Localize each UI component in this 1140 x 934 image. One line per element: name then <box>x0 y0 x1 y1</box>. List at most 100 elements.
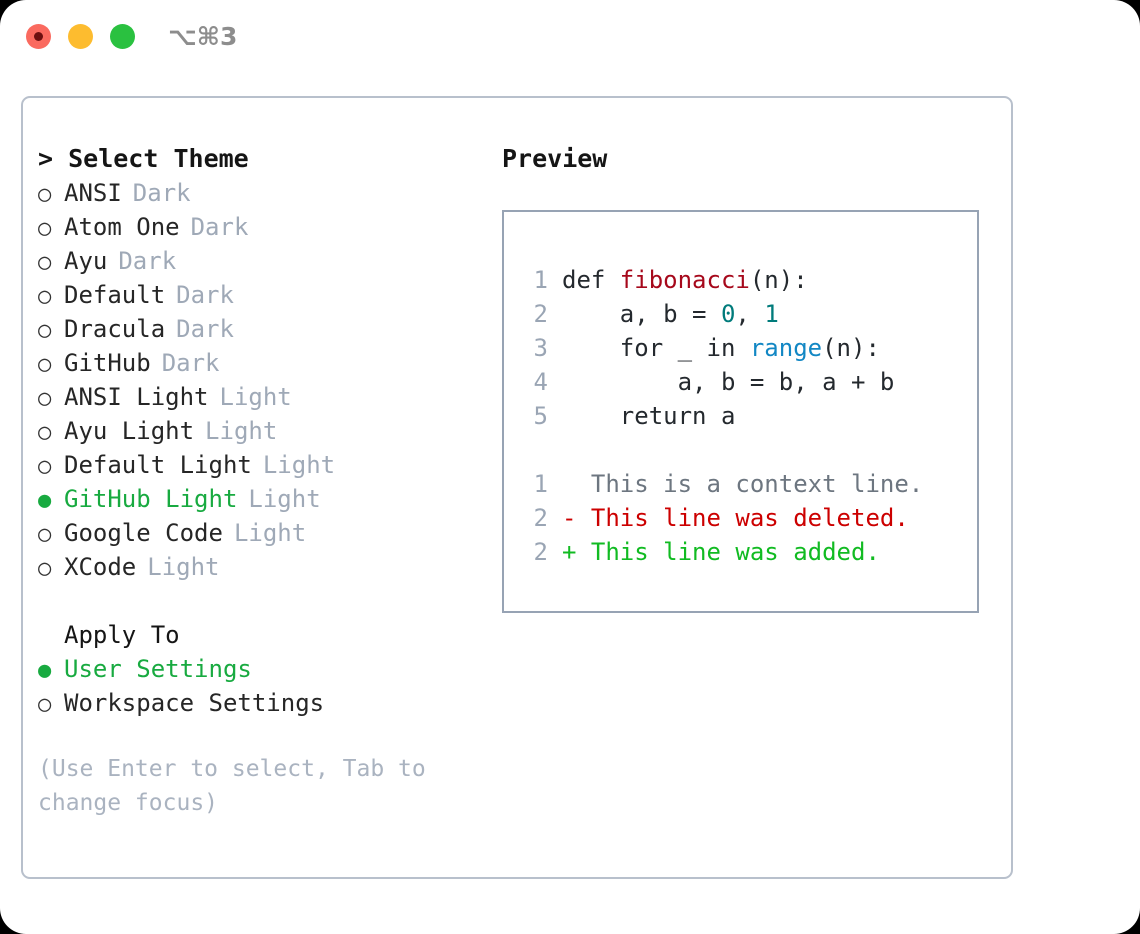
diff-text: This line was added. <box>590 538 880 566</box>
code-token: 1 <box>764 300 779 328</box>
diff-text: This line was deleted. <box>590 504 909 532</box>
keyboard-hint-text: (Use Enter to select, Tab to change focu… <box>38 756 426 816</box>
radio-unselected-icon[interactable]: ○ <box>38 692 52 717</box>
theme-variant-badge: Light <box>147 553 220 581</box>
line-number: 2 <box>533 504 548 532</box>
code-token: fibonacci <box>619 266 750 294</box>
theme-option-label: GitHub <box>64 349 151 377</box>
theme-option-label: Atom One <box>64 213 180 241</box>
theme-option-label: ANSI <box>64 179 122 207</box>
radio-unselected-icon[interactable]: ○ <box>38 420 52 445</box>
radio-unselected-icon[interactable]: ○ <box>38 352 52 377</box>
code-token: , <box>735 300 765 328</box>
theme-option-xcode[interactable]: ○ XCode Light <box>38 550 498 584</box>
apply-to-heading-row: Apply To <box>38 618 498 652</box>
theme-variant-badge: Light <box>219 383 292 411</box>
preview-heading: Preview <box>502 144 608 173</box>
line-number: 1 <box>533 266 548 294</box>
title-bar: ⌥⌘3 <box>0 0 1140 78</box>
theme-variant-badge: Dark <box>161 349 220 377</box>
theme-variant-badge: Dark <box>132 179 191 207</box>
code-token: for _ in <box>562 334 750 362</box>
diff-marker: - <box>562 504 591 532</box>
preview-gap <box>520 433 923 467</box>
theme-option-label: XCode <box>64 553 137 581</box>
radio-selected-icon[interactable]: ● <box>38 658 52 683</box>
theme-variant-badge: Light <box>205 417 278 445</box>
apply-to-option-workspace-settings[interactable]: ○ Workspace Settings <box>38 686 498 720</box>
code-token: (n): <box>749 266 808 294</box>
diff-text: This is a context line. <box>590 470 924 498</box>
code-token: a, b = b, a + b <box>562 368 895 396</box>
theme-option-atom-one[interactable]: ○ Atom One Dark <box>38 210 498 244</box>
theme-variant-badge: Dark <box>190 213 249 241</box>
line-number: 5 <box>533 402 548 430</box>
code-token: a, b = <box>562 300 721 328</box>
radio-unselected-icon[interactable]: ○ <box>38 284 52 309</box>
theme-option-ansi-light[interactable]: ○ ANSI Light Light <box>38 380 498 414</box>
minimize-window-button[interactable] <box>68 24 93 49</box>
theme-option-label: Google Code <box>64 519 223 547</box>
radio-unselected-icon[interactable]: ○ <box>38 386 52 411</box>
close-window-button[interactable] <box>26 24 51 49</box>
radio-unselected-icon[interactable]: ○ <box>38 556 52 581</box>
line-number: 4 <box>533 368 548 396</box>
line-number: 3 <box>533 334 548 362</box>
code-token: range <box>749 334 823 362</box>
radio-unselected-icon[interactable]: ○ <box>38 454 52 479</box>
diff-line: 2- This line was deleted. <box>520 501 923 535</box>
apply-to-heading: Apply To <box>64 621 180 649</box>
diff-line: 2 + This line was added. <box>520 535 923 569</box>
radio-selected-icon[interactable]: ● <box>38 488 52 513</box>
theme-variant-badge: Dark <box>176 281 234 309</box>
apply-to-option-user-settings[interactable]: ● User Settings <box>38 652 498 686</box>
theme-option-label: ANSI Light <box>64 383 209 411</box>
radio-unselected-icon[interactable]: ○ <box>38 216 52 241</box>
line-number: 2 <box>533 538 548 566</box>
code-token: (n): <box>822 334 880 362</box>
list-spacer <box>38 584 498 618</box>
keyboard-shortcut-label: ⌥⌘3 <box>168 22 238 51</box>
theme-variant-badge: Dark <box>118 247 177 275</box>
code-token: def <box>562 266 620 294</box>
radio-unselected-icon[interactable]: ○ <box>38 182 52 207</box>
diff-line: 1 This is a context line. <box>520 467 924 501</box>
line-number: 1 <box>533 470 548 498</box>
zoom-window-button[interactable] <box>110 24 135 49</box>
theme-variant-badge: Dark <box>176 315 234 343</box>
apply-to-option-list[interactable]: ● User Settings ○ Workspace Settings <box>38 652 498 720</box>
line-number: 2 <box>533 300 548 328</box>
theme-option-label: GitHub Light <box>64 485 238 513</box>
theme-option-ansi[interactable]: ○ ANSI Dark <box>38 176 498 210</box>
radio-unselected-icon[interactable]: ○ <box>38 318 52 343</box>
diff-marker: + <box>562 538 591 566</box>
theme-option-label: Default <box>64 281 166 309</box>
theme-option-default[interactable]: ○ Default Dark <box>38 278 498 312</box>
theme-option-github[interactable]: ○ GitHub Dark <box>38 346 498 380</box>
code-line: 4 a, b = b, a + b <box>520 365 923 399</box>
apply-to-option-label: User Settings <box>64 655 252 683</box>
radio-unselected-icon[interactable]: ○ <box>38 522 52 547</box>
apply-to-option-label: Workspace Settings <box>64 689 325 717</box>
theme-option-label: Dracula <box>64 315 166 343</box>
code-token: 0 <box>720 300 736 328</box>
code-line: 5 return a <box>520 399 923 433</box>
code-line: 1 def fibonacci(n): <box>520 263 923 297</box>
select-theme-heading: > Select Theme <box>38 144 249 173</box>
theme-variant-badge: Light <box>233 519 307 547</box>
radio-unselected-icon[interactable]: ○ <box>38 250 52 275</box>
theme-option-dracula[interactable]: ○ Dracula Dark <box>38 312 498 346</box>
theme-option-google-code[interactable]: ○ Google Code Light <box>38 516 498 550</box>
code-line: 3 for _ in range(n): <box>520 331 923 365</box>
